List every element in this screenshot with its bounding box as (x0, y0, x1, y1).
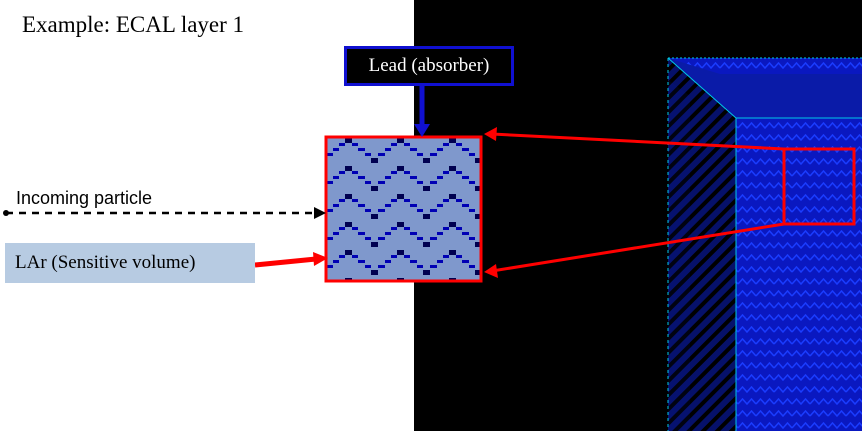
zoom-connector-top (491, 132, 785, 151)
zoomed-layer-frame (324, 135, 483, 283)
zoom-connector-bottom (491, 222, 785, 273)
zoom-region-highlight (782, 147, 856, 226)
incoming-particle-label: Incoming particle (16, 188, 153, 208)
lead-absorber-label: Lead (absorber) (344, 46, 514, 86)
detector-layer-grid (736, 118, 862, 431)
lar-sensitive-volume-label: LAr (Sensitive volume) (5, 243, 255, 283)
zoomed-layer-pattern (326, 137, 481, 281)
detector-top-edge (668, 58, 862, 74)
lar-pointer-arrow (254, 256, 317, 268)
detector-render (667, 57, 862, 431)
diagram-title: Example: ECAL layer 1 (22, 12, 245, 37)
